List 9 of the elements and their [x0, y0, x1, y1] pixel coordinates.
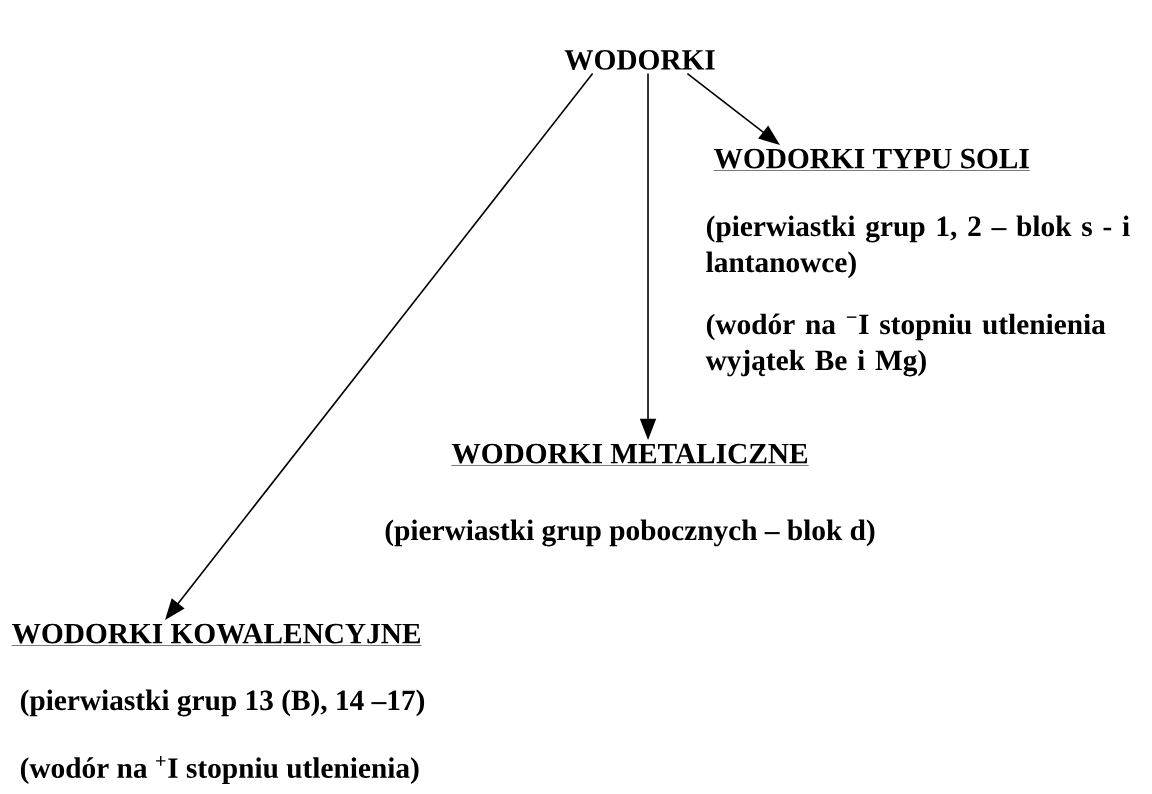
heading-text: WODORKI METALICZNE: [451, 443, 809, 466]
heading-text: WODORKI KOWALENCYJNE: [11, 623, 422, 646]
heading-text: WODORKI: [564, 50, 715, 70]
note-text: (wodór na $^{−}$I stopniu utlenienia wyjątek Be i Mg): [705, 313, 1106, 377]
note-text: (pierwiastki grup 1, 2 – blok s - i lantanowce): [706, 215, 1130, 279]
note-text: (pierwiastki grup pobocznych – blok d): [385, 519, 875, 547]
note-text: (wodór na $^{+}$I stopniu utlenienia): [20, 756, 419, 784]
heading-text: WODORKI TYPU SOLI: [713, 148, 1031, 171]
note-text: (pierwiastki grup 13 (B), 14 –17): [20, 689, 425, 717]
